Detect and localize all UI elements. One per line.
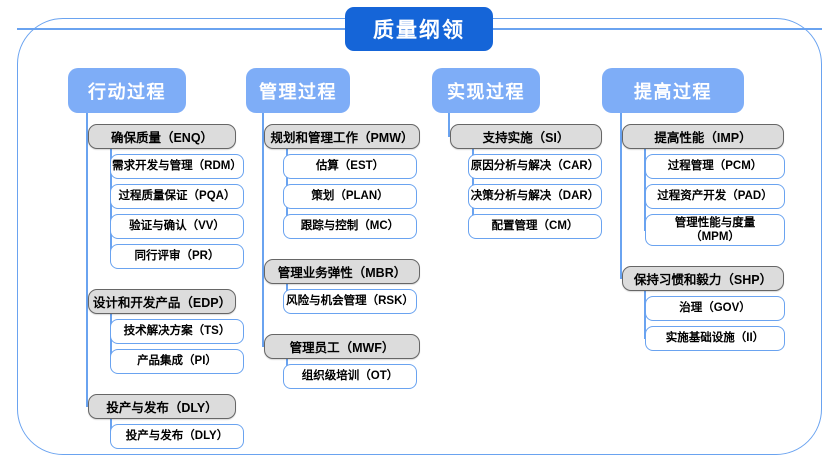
connector-parent-stub <box>86 135 88 138</box>
column-header-2[interactable]: 管理过程 <box>246 68 350 113</box>
connector-header-spine <box>262 113 264 347</box>
child-node-3-1-2[interactable]: 决策分析与解决（DAR） <box>468 184 602 209</box>
child-node-1-1-3[interactable]: 验证与确认（VV） <box>110 214 244 239</box>
title-rule-right <box>491 28 822 30</box>
connector-parent-stub <box>262 345 264 348</box>
column-header-4[interactable]: 提高过程 <box>602 68 744 113</box>
child-node-2-3-1[interactable]: 组织级培训（OT） <box>283 364 417 389</box>
child-node-4-2-1[interactable]: 治理（GOV） <box>645 296 785 321</box>
column-header-1[interactable]: 行动过程 <box>68 68 186 113</box>
child-node-3-1-1[interactable]: 原因分析与解决（CAR） <box>468 154 602 179</box>
connector-parent-stub <box>262 135 264 138</box>
parent-node-3-1[interactable]: 支持实施（SI） <box>450 124 602 149</box>
title-rule-left <box>17 28 347 30</box>
connector-child-spine <box>644 149 646 230</box>
connector-header-spine <box>620 113 622 279</box>
parent-node-1-3[interactable]: 投产与发布（DLY） <box>88 394 236 419</box>
child-node-2-1-3[interactable]: 跟踪与控制（MC） <box>283 214 417 239</box>
child-node-2-1-1[interactable]: 估算（EST） <box>283 154 417 179</box>
child-node-3-1-3[interactable]: 配置管理（CM） <box>468 214 602 239</box>
column-header-3[interactable]: 实现过程 <box>432 68 540 113</box>
connector-child-spine <box>644 291 646 339</box>
connector-parent-stub <box>86 405 88 408</box>
child-node-2-2-1[interactable]: 风险与机会管理（RSK） <box>283 289 417 314</box>
parent-node-1-1[interactable]: 确保质量（ENQ） <box>88 124 236 149</box>
child-node-4-1-3[interactable]: 管理性能与度量（MPM） <box>645 214 785 246</box>
parent-node-2-2[interactable]: 管理业务弹性（MBR） <box>264 259 420 284</box>
parent-node-2-1[interactable]: 规划和管理工作（PMW） <box>264 124 420 149</box>
connector-parent-stub <box>620 277 622 280</box>
child-node-4-1-2[interactable]: 过程资产开发（PAD） <box>645 184 785 209</box>
child-node-1-1-2[interactable]: 过程质量保证（PQA） <box>110 184 244 209</box>
child-node-1-1-4[interactable]: 同行评审（PR） <box>110 244 244 269</box>
connector-parent-stub <box>620 135 622 138</box>
parent-node-4-1[interactable]: 提高性能（IMP） <box>622 124 784 149</box>
child-node-2-1-2[interactable]: 策划（PLAN） <box>283 184 417 209</box>
connector-header-spine <box>448 113 450 137</box>
child-node-1-1-1[interactable]: 需求开发与管理（RDM） <box>110 154 244 179</box>
child-node-1-3-1[interactable]: 投产与发布（DLY） <box>110 424 244 449</box>
child-node-1-2-1[interactable]: 技术解决方案（TS） <box>110 319 244 344</box>
child-node-4-2-2[interactable]: 实施基础设施（II） <box>645 326 785 351</box>
parent-node-2-3[interactable]: 管理员工（MWF） <box>264 334 420 359</box>
parent-node-4-2[interactable]: 保持习惯和毅力（SHP） <box>622 266 784 291</box>
connector-child-stub <box>644 229 645 231</box>
parent-node-1-2[interactable]: 设计和开发产品（EDP） <box>88 289 236 314</box>
child-node-1-2-2[interactable]: 产品集成（PI） <box>110 349 244 374</box>
connector-parent-stub <box>448 135 450 138</box>
child-node-4-1-1[interactable]: 过程管理（PCM） <box>645 154 785 179</box>
connector-parent-stub <box>86 300 88 303</box>
connector-header-spine <box>86 113 88 407</box>
connector-child-stub <box>644 337 645 340</box>
root-title-node[interactable]: 质量纲领 <box>345 7 493 51</box>
connector-parent-stub <box>262 270 264 273</box>
